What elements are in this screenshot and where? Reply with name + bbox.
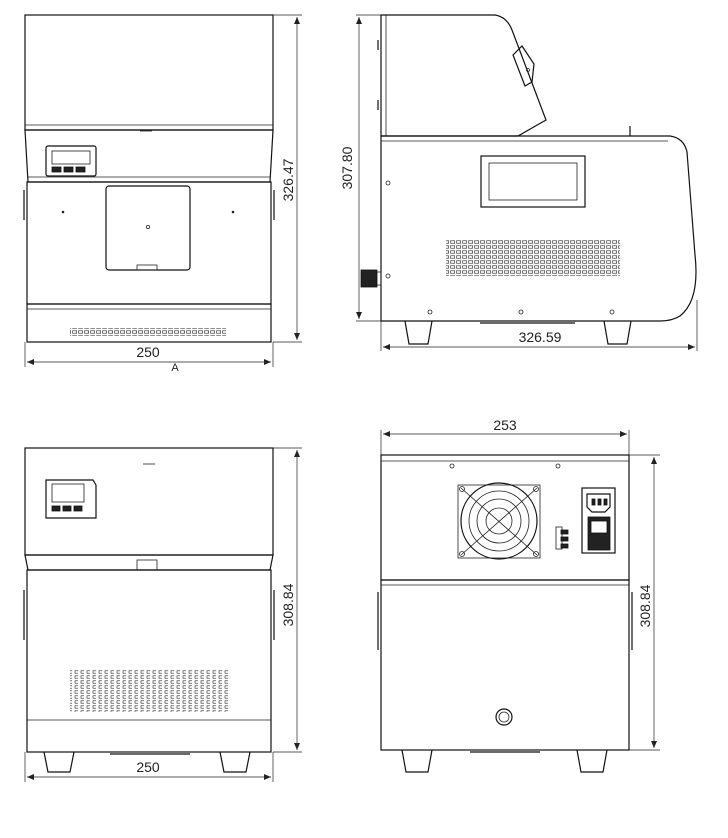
connector-icon [555, 526, 569, 550]
lower-width-label: 250 [136, 759, 160, 775]
rear-view [377, 430, 660, 773]
front-width-label: 250 [136, 344, 160, 360]
front-height-label: 326.47 [280, 158, 296, 201]
side-body [380, 135, 697, 322]
section-marker: A [171, 362, 179, 374]
display-icon [45, 145, 97, 177]
side-display [512, 45, 535, 87]
rear-height-label: 308.84 [637, 584, 653, 627]
front-lid [24, 14, 274, 131]
front-lower-view [23, 447, 302, 782]
side-view [356, 14, 698, 351]
fan-icon [457, 482, 541, 560]
front-door [105, 185, 191, 271]
rear-width-label: 253 [493, 417, 517, 433]
lower-vent [70, 670, 228, 712]
side-height-label: 307.80 [339, 146, 355, 189]
side-vent [446, 240, 620, 276]
lower-height-label: 308.84 [280, 583, 296, 626]
side-window [480, 155, 586, 208]
power-socket-icon [581, 487, 616, 554]
power-plug-icon [360, 269, 378, 288]
side-depth-label: 326.59 [519, 329, 562, 345]
front-vent [70, 328, 226, 336]
front-view [23, 14, 302, 367]
lower-display-icon [45, 479, 97, 519]
